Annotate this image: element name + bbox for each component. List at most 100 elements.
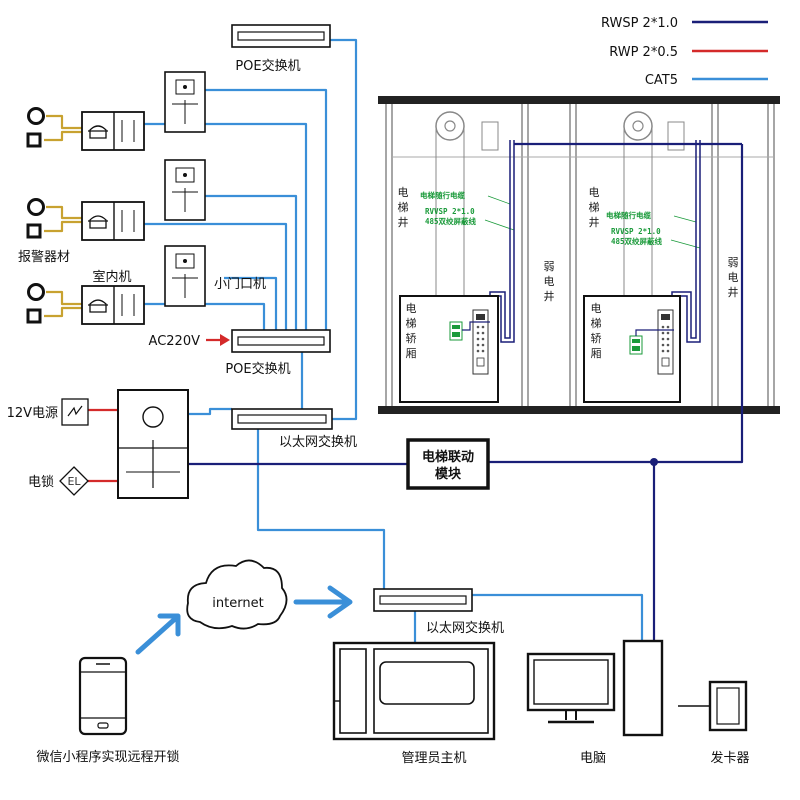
psu-label: 12V电源 xyxy=(7,406,58,421)
rwp-wires xyxy=(88,408,118,483)
gate-station-3 xyxy=(164,245,206,307)
power-icon xyxy=(67,405,83,417)
alarm-devices xyxy=(26,107,45,324)
shaft-2-char-2: 梯 xyxy=(589,201,600,214)
wiring xyxy=(44,38,744,707)
telephone-icon xyxy=(89,299,107,313)
shaft-1-cable-spec-2: 485双绞屏蔽线 xyxy=(425,216,477,226)
elevator-module-label-1: 电梯联动 xyxy=(422,449,474,465)
shaft-2-cable-title: 电梯随行电缆 xyxy=(606,210,651,220)
alarm-sensor-icon xyxy=(27,283,45,301)
weak-shaft-2-char-2: 电 xyxy=(728,271,739,284)
power-supply-12v: 12V电源 xyxy=(7,398,89,426)
shaft-1-cable-spec-1: RVVSP 2*1.0 xyxy=(425,207,475,216)
poe-switch-top: POE交换机 xyxy=(231,24,331,74)
shaft-2-char-1: 电 xyxy=(589,186,600,199)
wechat-label: 微信小程序实现远程开锁 xyxy=(36,749,179,765)
legend-label-cat5: CAT5 xyxy=(645,73,678,88)
gate-label: 小门口机 xyxy=(214,277,266,292)
alarm-wires xyxy=(44,114,82,318)
computer: 电脑 xyxy=(526,639,664,766)
car-2-char-3: 轿 xyxy=(591,331,602,345)
ac220-label: AC220V xyxy=(149,334,201,349)
bottom-floor-slab xyxy=(378,406,780,414)
car-1-char-1: 电 xyxy=(406,302,417,315)
ac220-label-group: AC220V xyxy=(149,334,201,349)
elevator-shaft-1: 电 梯 井 电梯随行电缆 RVVSP 2*1.0 485双绞屏蔽线 电 梯 轿 … xyxy=(398,111,515,403)
alarm-label: 报警器材 xyxy=(18,249,70,265)
main-door-station xyxy=(117,389,189,499)
phone-icon xyxy=(78,656,128,736)
alarm-sensor-icon xyxy=(27,198,45,216)
shaft-2-cable-spec-1: RVVSP 2*1.0 xyxy=(611,227,661,236)
car-1-char-3: 轿 xyxy=(406,331,417,345)
weak-shaft-2-char-3: 井 xyxy=(728,285,739,299)
legend-label-rwsp: RWSP 2*1.0 xyxy=(601,16,678,31)
gate-station-1 xyxy=(164,71,206,133)
indoor-unit-2 xyxy=(81,201,145,241)
car-2-card-reader xyxy=(629,335,643,355)
legend-label-rwp: RWP 2*0.5 xyxy=(609,45,678,60)
gate-station-2 xyxy=(164,159,206,221)
poe-switch-top-label: POE交换机 xyxy=(235,58,300,74)
alarm-contact-icon xyxy=(26,132,42,148)
internet-cloud: internet xyxy=(186,559,288,630)
shaft-1-char-3: 井 xyxy=(398,215,409,229)
ethernet-switch-1-label: 以太网交换机 xyxy=(279,434,357,450)
legend: RWSP 2*1.0 RWP 2*0.5 CAT5 xyxy=(601,16,768,88)
alarm-contact-icon xyxy=(26,308,42,324)
pc-tower-icon xyxy=(622,639,664,737)
indoor-unit-label: 室内机 xyxy=(92,269,131,285)
weak-shaft-1-char-2: 电 xyxy=(544,275,555,288)
card-issuer: 发卡器 xyxy=(708,680,750,766)
car-1-char-2: 梯 xyxy=(406,317,417,330)
shaft-1-char-2: 梯 xyxy=(398,201,409,214)
camera-icon xyxy=(142,406,164,428)
building-section: 电 梯 井 电梯随行电缆 RVVSP 2*1.0 485双绞屏蔽线 电 梯 轿 … xyxy=(378,96,780,414)
smartphone: 微信小程序实现远程开锁 xyxy=(36,656,180,765)
rwsp-wires xyxy=(188,142,744,640)
shaft-1-cable-title: 电梯随行电缆 xyxy=(420,190,465,200)
host-screen xyxy=(379,661,475,705)
cloud-icon xyxy=(186,559,288,630)
poe-switch-mid-label: POE交换机 xyxy=(225,361,290,377)
elevator-shaft-2: 电 梯 井 电梯随行电缆 RVVSP 2*1.0 485双绞屏蔽线 电 梯 轿 … xyxy=(583,111,701,403)
shaft-2-char-3: 井 xyxy=(589,215,600,229)
elock-label: 电锁 xyxy=(28,474,54,490)
indoor-unit-3 xyxy=(81,285,145,325)
el-badge: EL xyxy=(67,475,81,488)
car-1-card-reader xyxy=(449,321,463,341)
weak-shaft-2-char-1: 弱 xyxy=(728,256,739,269)
car-1-char-4: 厢 xyxy=(406,347,417,360)
ethernet-switch-2-label: 以太网交换机 xyxy=(426,620,504,636)
telephone-icon xyxy=(89,125,107,139)
internet-label: internet xyxy=(212,596,263,611)
card-label: 发卡器 xyxy=(710,750,749,766)
alarm-sensor-icon xyxy=(27,107,45,125)
alarm-contact-icon xyxy=(26,223,42,239)
host-label: 管理员主机 xyxy=(401,751,466,766)
car-2-char-1: 电 xyxy=(591,302,602,315)
admin-host: 管理员主机 xyxy=(332,641,496,766)
elevator-linkage-module: 电梯联动 模块 xyxy=(406,438,490,490)
elevator-module-label-2: 模块 xyxy=(435,466,462,482)
top-floor-slab xyxy=(378,96,780,104)
ethernet-switch-1: 以太网交换机 xyxy=(231,408,357,450)
ethernet-switch-2: 以太网交换机 xyxy=(373,588,504,636)
shaft-2-cable-spec-2: 485双绞屏蔽线 xyxy=(611,236,663,246)
junction-dot xyxy=(650,458,658,466)
weak-shaft-1-char-3: 井 xyxy=(544,289,555,303)
telephone-icon xyxy=(89,215,107,229)
network-arrows xyxy=(135,585,353,655)
weak-shaft-1-char-1: 弱 xyxy=(544,260,555,273)
poe-switch-mid: POE交换机 xyxy=(225,329,331,377)
car-2-char-2: 梯 xyxy=(591,317,602,330)
cat5-wires xyxy=(144,38,644,643)
arrow-up-right-icon xyxy=(135,615,179,655)
shaft-1-char-1: 电 xyxy=(398,186,409,199)
electric-lock: EL 电锁 xyxy=(28,466,89,496)
car-2-char-4: 厢 xyxy=(591,347,602,360)
indoor-unit-1 xyxy=(81,111,145,151)
pc-label: 电脑 xyxy=(580,751,606,766)
